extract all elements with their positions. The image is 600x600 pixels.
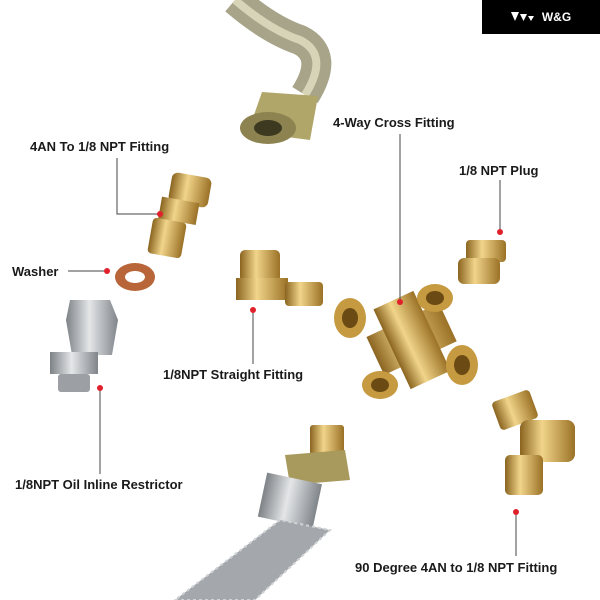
marker-dots	[97, 211, 519, 515]
logo-text: W&G	[541, 10, 572, 24]
braided-hose	[173, 425, 350, 600]
label-4an-fitting: 4AN To 1/8 NPT Fitting	[30, 139, 170, 154]
brand-logo: W&G	[482, 0, 600, 34]
elbow-fitting	[492, 390, 575, 495]
4an-fitting	[147, 172, 212, 259]
top-hose	[225, 0, 332, 144]
leader-lines	[68, 134, 517, 556]
label-plug: 1/8 NPT Plug	[459, 163, 539, 178]
label-straight-fitting: 1/8NPT Straight Fitting	[163, 367, 304, 382]
label-cross-fitting: 4-Way Cross Fitting	[333, 115, 455, 130]
washer	[115, 263, 155, 291]
cross-fitting	[334, 284, 478, 399]
label-elbow-fitting: 90 Degree 4AN to 1/8 NPT Fitting	[355, 560, 558, 575]
label-restrictor: 1/8NPT Oil Inline Restrictor	[15, 477, 183, 492]
oil-restrictor	[50, 300, 118, 392]
npt-plug	[458, 240, 506, 284]
label-washer: Washer	[12, 264, 59, 279]
logo-icon	[510, 12, 534, 21]
straight-fitting	[236, 250, 323, 306]
